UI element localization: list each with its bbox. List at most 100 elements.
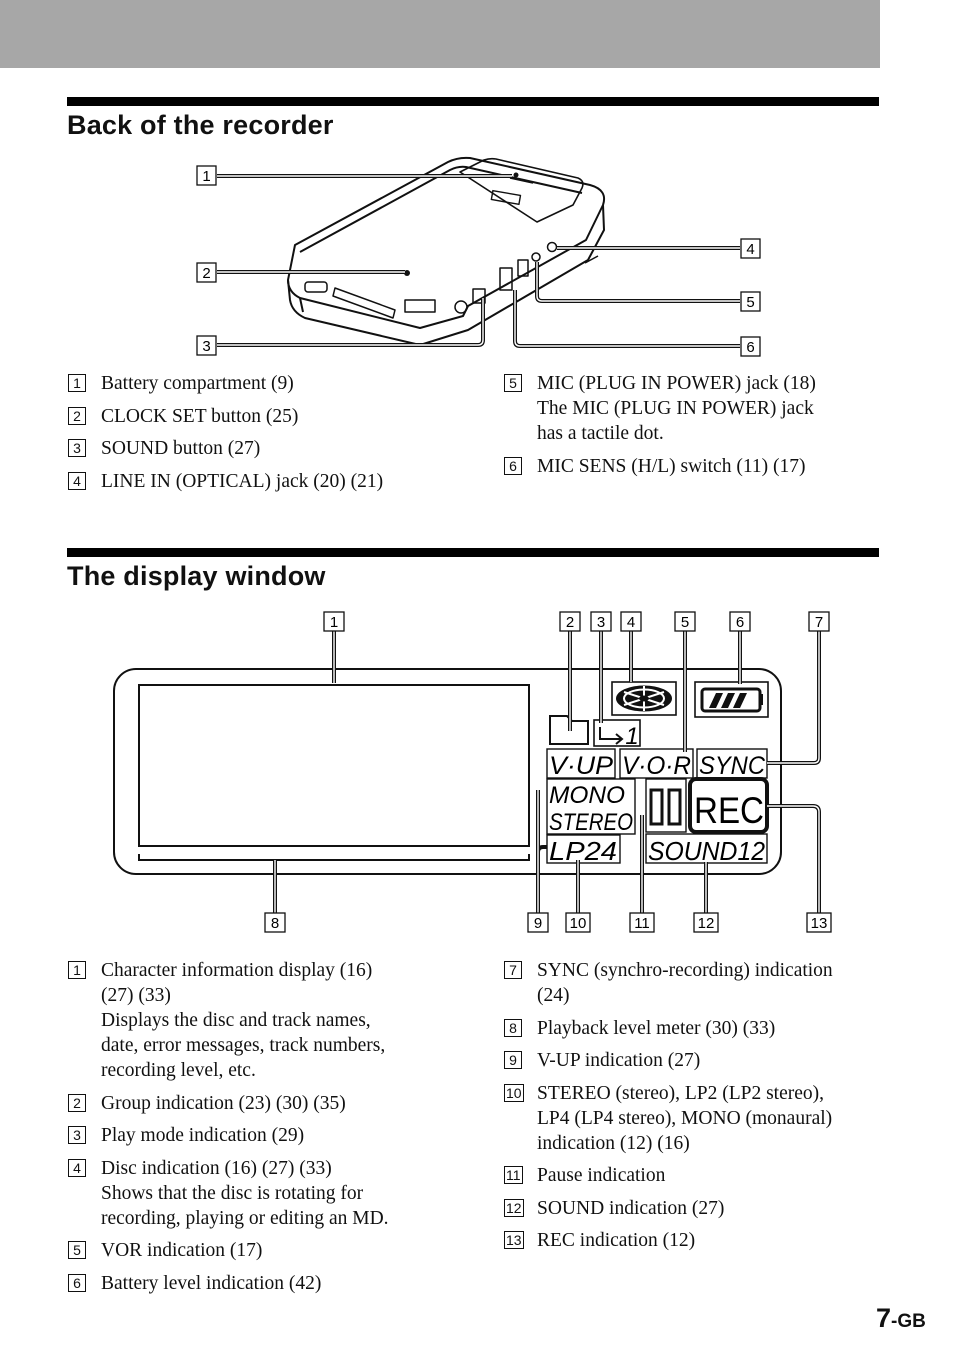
list-item: 6 Battery level indication (42) [68,1271,478,1296]
item-number: 8 [504,1018,522,1037]
svg-text:3: 3 [202,338,210,355]
list-item: 9 V-UP indication (27) [504,1048,894,1073]
display-list-left: 1 Character information display (16) (27… [68,958,478,1303]
item-number: 1 [68,961,86,979]
svg-text:2: 2 [566,614,574,631]
item-number: 2 [68,1093,86,1112]
item-text: indication (12) (16) [537,1132,690,1154]
item-text: REC indication (12) [537,1230,696,1251]
back-list-right: 5 MIC (PLUG IN POWER) jack (18) The MIC … [504,371,884,486]
item-text: Character information display (16) [101,960,373,981]
list-item: 1 Battery compartment (9) [68,371,488,396]
item-number: 4 [68,471,86,490]
page-number-suffix: -GB [891,1311,926,1332]
svg-text:6: 6 [736,614,744,631]
display-window-diagram: 1 V·UP V·O·R SYNC MONO STEREO LP24 SOUND… [113,611,832,933]
svg-text:SYNC: SYNC [699,752,766,780]
item-text: MIC (PLUG IN POWER) jack (18) [537,373,816,394]
svg-text:V·O·R: V·O·R [622,752,691,780]
item-text: Disc indication (16) (27) (33) [101,1157,332,1179]
item-number: 4 [68,1158,86,1177]
list-item: 2 CLOCK SET button (25) [68,404,488,429]
item-number: 6 [504,456,522,475]
list-item: 4 LINE IN (OPTICAL) jack (20) (21) [68,469,488,494]
svg-text:5: 5 [681,614,689,631]
item-text: LP4 (LP4 stereo), MONO (monaural) [537,1107,833,1129]
list-item: 3 SOUND button (27) [68,436,488,461]
list-item: 1 Character information display (16) (27… [68,958,478,1083]
item-number: 5 [68,1241,86,1259]
svg-text:6: 6 [746,339,754,356]
item-text: CLOCK SET button (25) [101,405,299,427]
item-number: 6 [68,1273,86,1292]
item-text: Group indication (23) (30) (35) [101,1092,346,1114]
item-text: VOR indication (17) [101,1240,263,1261]
item-number: 5 [504,374,522,392]
svg-text:12: 12 [698,915,715,932]
item-text: has a tactile dot. [537,423,664,444]
list-item: 5 VOR indication (17) [68,1238,478,1263]
section-rule [67,548,879,557]
callout-2: 2 [559,611,581,632]
back-list-left: 1 Battery compartment (9) 2 CLOCK SET butt… [68,371,488,501]
svg-text:V·UP: V·UP [549,752,613,780]
svg-text:4: 4 [746,241,754,258]
item-text: V-UP indication (27) [537,1050,701,1071]
item-text: recording, playing or editing an MD. [101,1207,389,1229]
callout-3: 3 [590,611,612,632]
item-text: Battery level indication (42) [101,1272,322,1294]
item-text: SOUND indication (27) [537,1197,725,1219]
callout-7: 7 [808,611,830,632]
callout-4: 4 [740,238,761,259]
svg-text:SOUND12: SOUND12 [648,836,766,866]
section-rule [67,97,879,106]
item-text: recording level, etc. [101,1060,256,1081]
item-text: (24) [537,985,570,1006]
callout-11: 11 [629,912,655,933]
item-text: date, error messages, track numbers, [101,1035,386,1056]
svg-text:13: 13 [811,915,828,932]
callout-6: 6 [740,336,761,357]
page-number-value: 7 [876,1303,892,1333]
svg-text:4: 4 [627,614,635,631]
svg-text:2: 2 [202,265,210,282]
item-text: SOUND button (27) [101,438,261,459]
callout-5: 5 [740,291,761,312]
item-number: 1 [68,374,86,392]
callout-13: 13 [806,912,832,933]
item-text: MIC SENS (H/L) switch (11) (17) [537,455,806,477]
item-text: LINE IN (OPTICAL) jack (20) (21) [101,470,384,492]
list-item: 11 Pause indication [504,1163,894,1188]
svg-text:1: 1 [625,723,638,750]
item-text: (27) (33) [101,985,171,1006]
item-number: 10 [504,1083,524,1102]
callout-1: 1 [323,611,345,632]
list-item: 6 MIC SENS (H/L) switch (11) (17) [504,454,884,479]
item-text: STEREO (stereo), LP2 (LP2 stereo), [537,1082,825,1104]
section-title-display: The display window [67,561,326,591]
svg-text:REC: REC [694,790,764,831]
item-number: 3 [68,439,86,457]
recorder-back-illustration: 1 2 3 4 5 6 [196,156,761,357]
list-item: 10 STEREO (stereo), LP2 (LP2 stereo), LP… [504,1081,894,1156]
callout-2: 2 [196,262,217,283]
item-number: 12 [504,1198,524,1217]
section-title-back: Back of the recorder [67,110,334,140]
svg-text:3: 3 [597,614,605,631]
callout-1: 1 [196,165,217,186]
item-number: 11 [504,1166,523,1184]
list-item: 12 SOUND indication (27) [504,1196,894,1221]
item-number: 9 [504,1051,522,1069]
svg-text:LP24: LP24 [549,836,617,866]
callout-5: 5 [674,611,696,632]
item-text: Pause indication [537,1165,666,1186]
item-number: 7 [504,961,522,979]
item-text: Battery compartment (9) [101,373,294,394]
callout-12: 12 [693,912,719,933]
item-number: 2 [68,406,86,425]
svg-text:10: 10 [570,915,587,932]
display-list-right: 7 SYNC (synchro-recording) indication (2… [504,958,894,1261]
